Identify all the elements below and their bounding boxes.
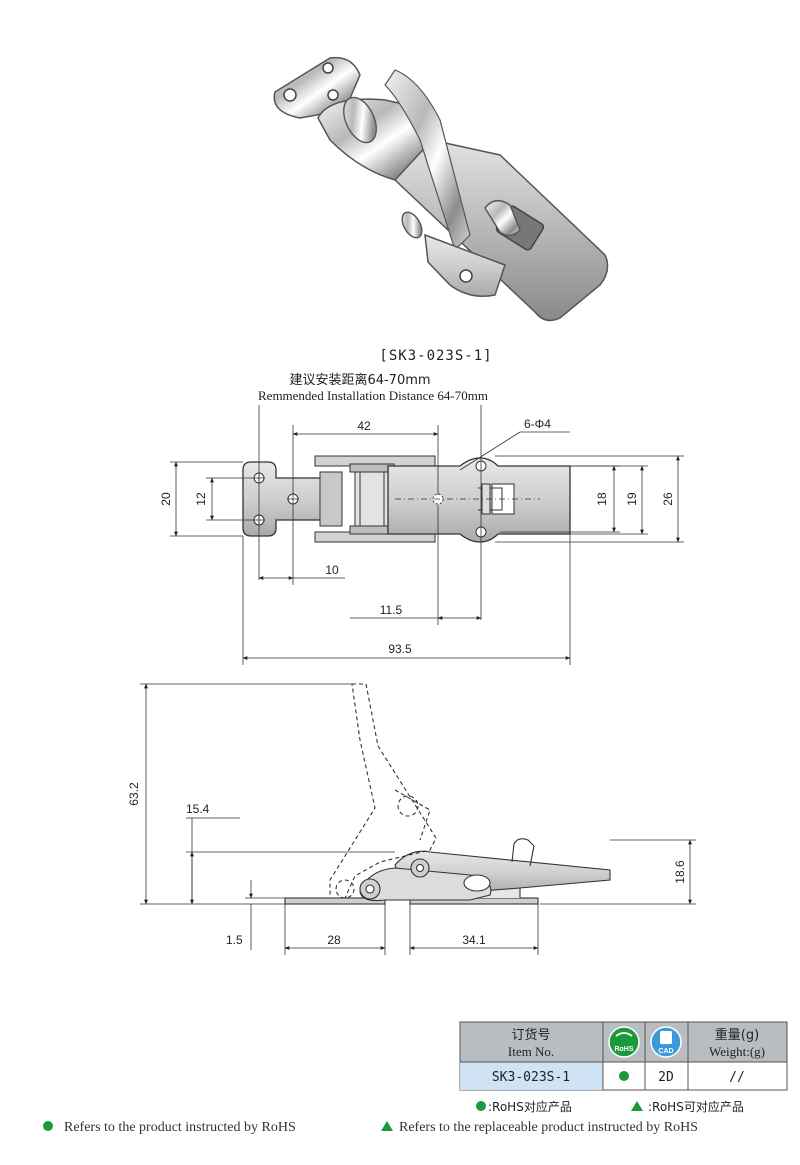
product-photo	[273, 56, 609, 322]
table-header-weight-cn: 重量(g)	[715, 1027, 759, 1043]
dim-26: 26	[661, 492, 675, 506]
dim-1-5: 1.5	[226, 933, 243, 947]
cad-icon: CAD	[650, 1026, 682, 1058]
dim-93-5: 93.5	[388, 642, 412, 656]
table-header-item-cn: 订货号	[511, 1027, 550, 1043]
legend-rohs: :RoHS对应产品	[488, 1099, 572, 1114]
model-title: [SK3-023S-1]	[379, 348, 492, 364]
footer-rohs-dot-icon	[43, 1121, 53, 1131]
table-cad-value: 2D	[658, 1070, 674, 1085]
side-view-dimensions	[140, 683, 696, 955]
dim-10: 10	[325, 563, 339, 577]
dim-63-2: 63.2	[127, 782, 141, 806]
top-view-dimensions	[170, 405, 684, 665]
install-distance-cn: 建议安装距离64-70mm	[289, 372, 430, 388]
cad-icon-label: CAD	[658, 1048, 673, 1055]
rohs-icon: RoHS	[608, 1026, 640, 1058]
dim-34-1: 34.1	[462, 933, 486, 947]
dim-42: 42	[357, 419, 371, 433]
dim-18: 18	[595, 492, 609, 506]
dim-18-6: 18.6	[673, 860, 687, 884]
footer: Refers to the product instructed by RoHS…	[43, 1120, 698, 1135]
table-item-value: SK3-023S-1	[492, 1070, 570, 1085]
footer-triangle-icon	[381, 1121, 393, 1131]
footer-replaceable-text: Refers to the replaceable product instru…	[399, 1120, 698, 1135]
dim-11-5: 11.5	[380, 603, 403, 617]
dim-15-4: 15.4	[186, 802, 210, 816]
dim-holes: 6-Φ4	[524, 417, 551, 431]
dim-19: 19	[625, 492, 639, 506]
table-weight-value: //	[729, 1070, 745, 1085]
top-view	[242, 455, 571, 543]
rohs-dot-icon	[476, 1101, 486, 1111]
dim-20: 20	[159, 492, 173, 506]
rohs-status-dot-icon	[619, 1071, 629, 1081]
spec-table: 订货号 Item No. RoHS CAD 重量(g) Weight:(g) S…	[459, 1021, 788, 1091]
replaceable-triangle-icon	[631, 1101, 643, 1111]
legend: :RoHS对应产品 :RoHS可对应产品	[476, 1099, 744, 1114]
rohs-icon-label: RoHS	[614, 1046, 633, 1053]
footer-rohs-text: Refers to the product instructed by RoHS	[64, 1120, 296, 1135]
dim-12: 12	[194, 492, 208, 506]
table-header-weight-en: Weight:(g)	[709, 1044, 765, 1059]
side-view	[284, 683, 611, 905]
install-distance-en: Remmended Installation Distance 64-70mm	[258, 388, 488, 403]
table-header-item-en: Item No.	[508, 1044, 554, 1059]
dim-28: 28	[327, 933, 341, 947]
legend-replaceable: :RoHS可对应产品	[648, 1099, 744, 1114]
